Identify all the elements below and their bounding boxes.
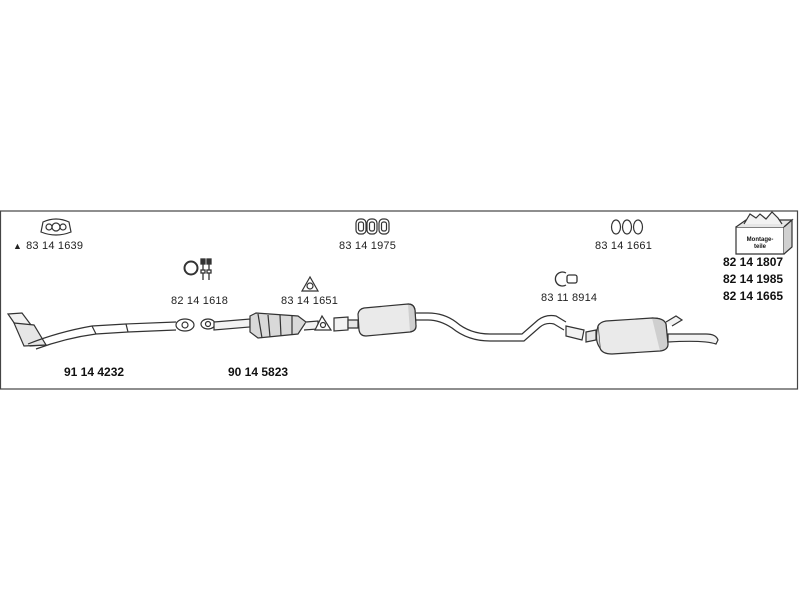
clamp-set-icon [355,218,390,235]
part-number-label: 83 14 1661 [595,240,653,252]
catalyst-part-number: 90 14 5823 [228,365,289,379]
catalytic-converter [213,312,319,339]
kit-box-line-2: teile [753,244,766,250]
triangle-flange [314,314,333,331]
kit-box-label: Montage- teile [737,237,783,251]
warning-triangle-icon: ▲ [13,241,23,251]
part-number-label: 83 14 1975 [339,240,397,252]
front-pipe [6,312,177,350]
part-number-label: ▲83 14 1639 [13,240,84,252]
kit-part-number: 82 14 1807 [723,255,784,269]
kit-part-number: 82 14 1665 [723,289,784,303]
front-silencer [333,303,417,337]
intermediate-pipe [416,312,567,342]
flange-gasket-icon [40,218,72,236]
part-number-label: 82 14 1618 [171,295,229,307]
seal-ring-bolt-icon [183,258,212,280]
kit-box-line-1: Montage- [746,237,774,243]
diagram-frame [0,210,799,390]
kit-part-number: 82 14 1985 [723,272,784,286]
triangle-gasket-icon [300,275,320,292]
part-number-label: 83 11 8914 [541,292,598,304]
pipe-clamp-icon [554,271,578,287]
flange-gasket-icon [175,318,216,332]
rear-silencer [565,315,719,355]
part-number-label: 83 14 1651 [281,295,339,307]
mounting-kit-box-icon [735,211,794,255]
front-pipe-part-number: 91 14 4232 [64,365,125,379]
rubber-mount-icon [610,219,644,235]
